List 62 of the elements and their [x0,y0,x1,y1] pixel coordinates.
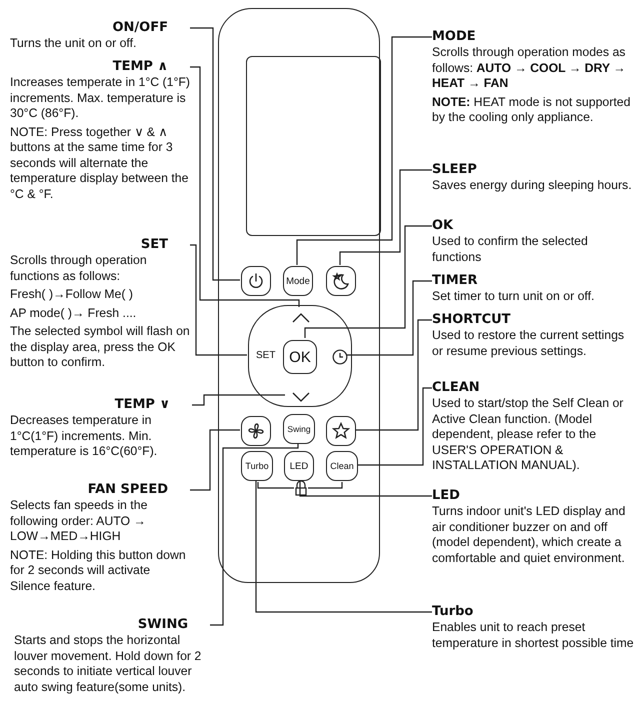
description-text: Selects fan speeds in the following order: AUTO → LOW→MED→HIGH [10,498,148,544]
description-text: Used to confirm the selected functions [432,234,589,265]
function-heading: FAN SPEED [86,482,169,498]
leader-line [355,319,432,431]
leader-line [190,429,240,491]
function-heading: Turbo [432,604,474,620]
description-text: NOTE: Press together ∨ & ∧ buttons at the same time for 3 seconds will alternate the temperature display between the °C & °F. [10,124,190,202]
description-text: Decreases temperature in 1°C(1°F) increments. Min. temperature is 16°C(60°F). [10,413,158,460]
mode-button: Mode [283,266,313,296]
function-heading: SWING [136,617,189,633]
function-heading: TEMP ∨ [114,397,171,413]
function-heading: SET [140,237,169,253]
power-button [241,266,271,296]
function-heading: LED [432,488,461,504]
clean-button: Clean [326,451,358,481]
description-text: Turns indoor unit's LED display and air conditioner buzzer on and off (model dependent), which create a comfortable and quiet environment. [432,504,626,566]
description-text: Turns the unit on or off. [10,36,138,52]
function-heading: ON/OFF [112,20,169,36]
description-text: The selected symbol will flash on the display area, press the OK button to confirm. [10,324,190,370]
function-heading: SHORTCUT [432,312,512,328]
ok-button: OK [283,340,317,374]
description-text: Fresh( )→Follow Me( ) [10,287,134,302]
description-text: Increases temperate in 1°C (1°F) increments. Max. temperature is 30°C (86°F). [10,75,190,122]
display-screen [246,56,381,236]
leader-line [210,443,299,626]
description-text: AP mode( )→ Fresh .... [10,306,138,321]
description-text: Used to restore the current settings or resume previous settings. [432,328,626,359]
leader-line [190,66,300,307]
description-text: Used to start/stop the Self Clean or Active Clean function. (Model dependent, please refer to the USER'S OPERATION & INSTALLATION MANUAL). [432,396,624,474]
shortcut-button [326,416,356,446]
leader-line [339,169,432,265]
function-heading: CLEAN [432,380,481,396]
sleep-button [326,266,356,296]
leader-line [299,480,432,497]
leader-line [357,387,432,466]
function-heading: MODE [432,29,477,45]
leader-line [255,480,432,613]
direction-pad [248,305,352,407]
remote-control-body [218,8,380,583]
description-text: Saves energy during sleeping hours. [432,178,633,194]
fan-speed-button [241,416,271,446]
leader-line [304,225,432,338]
description-text: NOTE: HEAT mode is not supported by the cooling only appliance. [432,94,632,126]
leader-line [192,394,285,406]
set-label: SET [256,350,276,361]
leader-line [296,36,432,265]
function-heading: OK [432,218,454,234]
leader-line [190,27,240,281]
leader-line [190,244,247,356]
function-heading: TEMP ∧ [112,59,169,75]
description-text: Set timer to turn unit on or off. [432,289,596,304]
function-heading: TIMER [432,273,479,289]
swing-button: Swing [283,414,315,444]
description-text: Scrolls through operation functions as follows: [10,253,148,284]
leader-line [346,280,432,356]
description-text: NOTE: Holding this button down for 2 seconds will activate Silence feature. [10,548,187,594]
description-text: Starts and stops the horizontal louver movement. Hold down for 2 seconds to initiate vertical louver auto swing feature(some units). [14,633,202,695]
turbo-button: Turbo [241,451,273,481]
led-button: LED [284,451,314,481]
function-heading: SLEEP [432,162,478,178]
description-text: Scrolls through operation modes as follows: AUTO → COOL → DRY → HEAT → FAN [432,45,627,92]
description-text: Enables unit to reach preset temperature in shortest possible time [432,620,635,651]
